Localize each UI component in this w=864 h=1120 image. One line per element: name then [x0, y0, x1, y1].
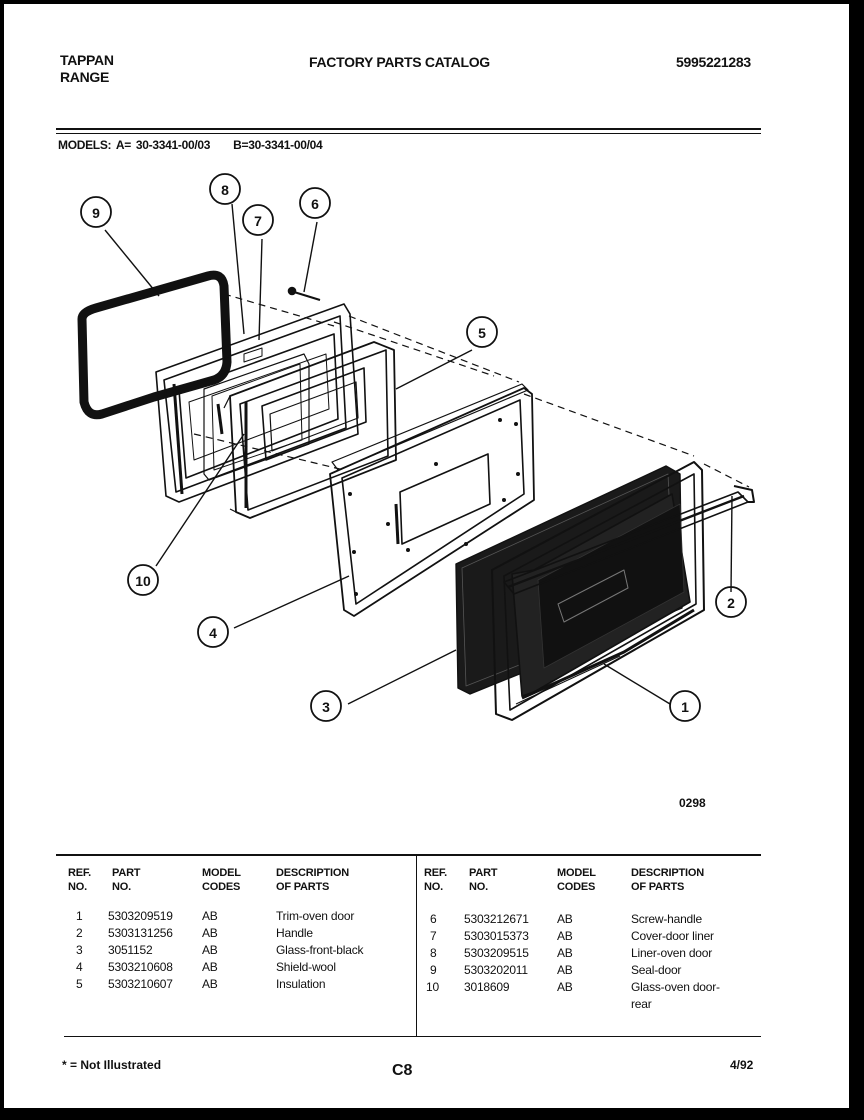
brand-block: TAPPAN RANGE — [60, 52, 114, 86]
callout-4-label: 4 — [209, 625, 217, 641]
right-row-1-codes: AB — [557, 912, 573, 926]
handle-part — [503, 485, 755, 595]
shield-wool-panel-part — [329, 383, 535, 617]
models-line: MODELS: A= 30-3341-00/03 B=30-3341-00/04 — [58, 138, 323, 152]
table-top-rule — [56, 854, 761, 856]
right-row-2-ref: 7 — [430, 929, 437, 943]
exploded-door-diagram: 1 2 3 4 5 6 7 8 9 10 — [77, 173, 755, 722]
right-row-5-part: 3018609 — [464, 980, 510, 994]
callout-9-marker: 9 — [80, 196, 112, 228]
right-row-2-codes: AB — [557, 929, 573, 943]
callout-1-marker: 1 — [669, 690, 701, 722]
callout-6-marker: 6 — [299, 187, 331, 219]
liner-oven-door-part — [155, 303, 359, 503]
left-ref-header: REF.NO. — [68, 867, 92, 893]
right-row-5-codes: AB — [557, 980, 573, 994]
callout-8-label: 8 — [221, 182, 229, 198]
catalog-number: 5995221283 — [676, 54, 751, 70]
callout-7-label: 7 — [254, 213, 262, 229]
screw-handle-part — [287, 286, 321, 302]
callout-3-label: 3 — [322, 699, 330, 715]
catalog-title: FACTORY PARTS CATALOG — [309, 54, 490, 70]
left-row-1-desc: Trim-oven door — [276, 909, 355, 923]
right-row-3-part: 5303209515 — [464, 946, 529, 960]
issue-date: 4/92 — [730, 1058, 754, 1072]
header-rule-top — [56, 128, 761, 130]
left-row-2-desc: Handle — [276, 926, 313, 940]
callout-3-marker: 3 — [310, 690, 342, 722]
callout-10-marker: 10 — [127, 564, 159, 596]
callout-4-marker: 4 — [197, 616, 229, 648]
left-row-1-ref: 1 — [76, 909, 83, 923]
callout-10-label: 10 — [135, 573, 151, 589]
right-row-5-ref: 10 — [426, 980, 439, 994]
header-rule-bottom — [56, 133, 761, 134]
right-row-1-ref: 6 — [430, 912, 437, 926]
callout-5-label: 5 — [478, 325, 486, 341]
right-row-4-codes: AB — [557, 963, 573, 977]
left-row-3-part: 3051152 — [108, 943, 153, 957]
model-a: A= 30-3341-00/03 — [115, 138, 211, 152]
right-row-3-codes: AB — [557, 946, 573, 960]
product-type: RANGE — [60, 69, 110, 85]
table-divider — [416, 856, 417, 1036]
right-row-2-part: 5303015373 — [464, 929, 529, 943]
callout-markers: 1 2 3 4 5 6 7 8 9 10 — [80, 173, 747, 722]
left-row-5-ref: 5 — [76, 977, 83, 991]
left-row-4-desc: Shield-wool — [276, 960, 336, 974]
left-row-4-ref: 4 — [76, 960, 83, 974]
left-row-3-codes: AB — [202, 943, 218, 957]
not-illustrated-note: * = Not Illustrated — [62, 1058, 162, 1072]
right-row-4-desc: Seal-door — [631, 963, 682, 977]
left-row-1-part: 5303209519 — [108, 909, 173, 923]
callout-9-label: 9 — [92, 205, 100, 221]
brand-name: TAPPAN — [60, 52, 114, 68]
right-row-3-desc: Liner-oven door — [631, 946, 713, 960]
parts-catalog-page: TAPPAN RANGE FACTORY PARTS CATALOG 59952… — [4, 4, 849, 1108]
seal-door-part — [77, 270, 232, 420]
callout-2-label: 2 — [727, 595, 735, 611]
left-row-3-ref: 3 — [76, 943, 83, 957]
callout-8-marker: 8 — [209, 173, 241, 205]
callout-1-label: 1 — [681, 699, 689, 715]
table-bottom-rule — [64, 1036, 761, 1037]
left-row-5-desc: Insulation — [276, 977, 326, 991]
right-row-5-desc-cont: rear — [631, 997, 652, 1011]
left-row-2-codes: AB — [202, 926, 218, 940]
page-code: C8 — [392, 1062, 413, 1079]
right-ref-header: REF.NO. — [424, 867, 448, 893]
left-row-3-desc: Glass-front-black — [276, 943, 364, 957]
cover-door-liner-part — [223, 341, 397, 519]
models-label: MODELS: — [58, 138, 112, 152]
right-row-2-desc: Cover-door liner — [631, 929, 714, 943]
callout-7-marker: 7 — [242, 204, 274, 236]
model-b: B=30-3341-00/04 — [233, 138, 323, 152]
right-row-4-part: 5303202011 — [464, 963, 528, 977]
right-row-5-desc: Glass-oven door- — [631, 980, 720, 994]
callout-2-marker: 2 — [715, 586, 747, 618]
right-row-1-part: 5303212671 — [464, 912, 529, 926]
left-row-5-codes: AB — [202, 977, 218, 991]
left-row-2-part: 5303131256 — [108, 926, 173, 940]
left-row-5-part: 5303210607 — [108, 977, 173, 991]
assembly-guide-lines — [193, 293, 750, 488]
right-row-4-ref: 9 — [430, 963, 437, 977]
right-row-3-ref: 8 — [430, 946, 437, 960]
callout-5-marker: 5 — [466, 316, 498, 348]
right-row-1-desc: Screw-handle — [631, 912, 702, 926]
callout-6-label: 6 — [311, 196, 319, 212]
leader-lines — [104, 203, 733, 705]
left-row-4-part: 5303210608 — [108, 960, 173, 974]
drawing-code: 0298 — [679, 796, 706, 810]
left-row-1-codes: AB — [202, 909, 218, 923]
left-row-4-codes: AB — [202, 960, 218, 974]
left-row-2-ref: 2 — [76, 926, 83, 940]
